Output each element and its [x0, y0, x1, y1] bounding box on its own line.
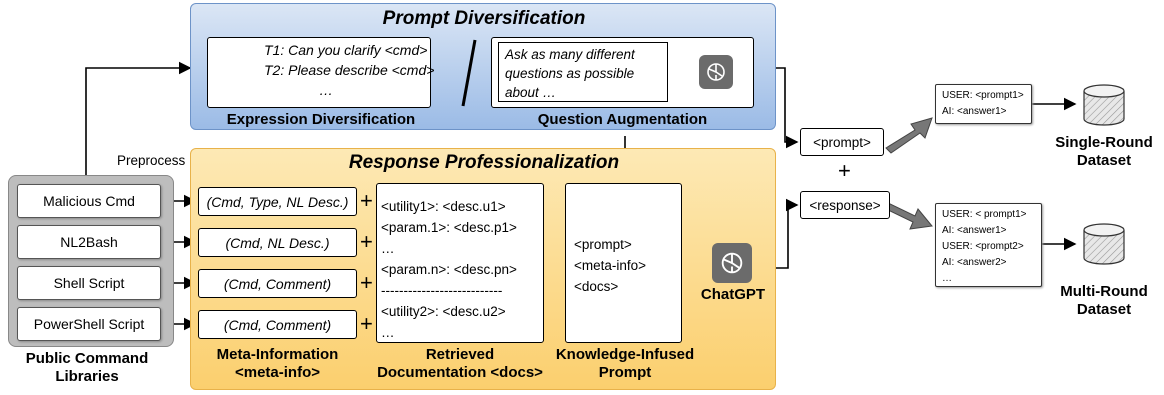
openai-logo-icon [699, 55, 733, 89]
knowledge-prompt-label: Knowledge-Infused Prompt [550, 346, 700, 382]
libraries-label-line: Public Command [25, 350, 149, 367]
slash-divider [461, 39, 477, 107]
database-icon [1083, 223, 1125, 265]
library-item: PowerShell Script [17, 307, 161, 341]
single-line: AI: <answer1> [942, 106, 1007, 117]
meta-item: (Cmd, Comment) [198, 310, 357, 339]
libraries-label-line: Libraries [55, 368, 119, 385]
panel-title-prompt-diversification: Prompt Diversification [382, 8, 586, 29]
single-round-label: Single-Round Dataset [1048, 134, 1160, 170]
single-round-box: USER: <prompt1> AI: <answer1> [935, 84, 1032, 124]
doc-line: --------------------------- [381, 283, 503, 298]
multi-line: AI: <answer1> [942, 225, 1007, 236]
doc-line: <param.n>: <desc.pn> [381, 262, 517, 277]
meta-information-label: Meta-Information <meta-info> [198, 346, 357, 382]
augment-inner-box: Ask as many different questions as possi… [498, 42, 668, 102]
multi-line: USER: <prompt2> [942, 241, 1024, 252]
plus-sign: + [838, 158, 851, 183]
augment-line: about … [505, 85, 557, 100]
templates-box [207, 37, 431, 108]
prompt-line: <docs> [574, 279, 619, 294]
plus-sign: + [360, 311, 373, 336]
template-line-3: … [319, 82, 333, 98]
multi-round-label: Multi-Round Dataset [1048, 283, 1160, 319]
multi-line: AI: <answer2> [942, 257, 1007, 268]
libraries-label: Public Command Libraries [0, 350, 174, 386]
docs-label-line: Documentation <docs> [377, 364, 543, 381]
multi-label-line: Multi-Round [1060, 283, 1148, 300]
doc-line: <utility2>: <desc.u2> [381, 304, 506, 319]
template-line-1: T1: Can you clarify <cmd> [264, 42, 428, 58]
response-tag-box: <response> [800, 191, 890, 219]
single-label-line: Single-Round [1055, 134, 1153, 151]
plus-sign: + [360, 229, 373, 254]
meta-item: (Cmd, Type, NL Desc.) [198, 187, 357, 216]
multi-line: USER: < prompt1> [942, 209, 1027, 220]
meta-item: (Cmd, Comment) [198, 269, 357, 298]
multi-label-line: Dataset [1076, 301, 1132, 318]
question-augmentation-label: Question Augmentation [537, 111, 708, 128]
docs-label-line: Retrieved [425, 346, 495, 363]
prompt-line: <meta-info> [574, 258, 647, 273]
multi-round-box: USER: < prompt1> AI: <answer1> USER: <pr… [935, 203, 1042, 287]
doc-line: <param.1>: <desc.p1> [381, 220, 517, 235]
doc-line: … [381, 325, 395, 340]
doc-line: <utility1>: <desc.u1> [381, 199, 506, 214]
augment-line: Ask as many different [505, 47, 635, 62]
multi-line: … [942, 273, 952, 284]
expression-diversification-label: Expression Diversification [226, 111, 416, 128]
prompt-label-line: Knowledge-Infused [555, 346, 695, 363]
meta-label-line: Meta-Information [216, 346, 339, 363]
panel-title-response-professionalization: Response Professionalization [348, 152, 620, 173]
knowledge-prompt-box: <prompt> <meta-info> <docs> [565, 183, 682, 343]
library-item: Shell Script [17, 266, 161, 300]
single-label-line: Dataset [1076, 152, 1132, 169]
documentation-label: Retrieved Documentation <docs> [366, 346, 554, 382]
openai-logo-icon [712, 243, 752, 283]
documentation-box: <utility1>: <desc.u1> <param.1>: <desc.p… [376, 183, 544, 343]
plus-sign: + [360, 270, 373, 295]
prompt-label-line: Prompt [598, 364, 652, 381]
meta-item: (Cmd, NL Desc.) [198, 228, 357, 257]
prompt-diversification-panel: Prompt Diversification Expression Divers… [190, 3, 776, 130]
single-line: USER: <prompt1> [942, 90, 1024, 101]
library-item: Malicious Cmd [17, 184, 161, 218]
prompt-tag-box: <prompt> [800, 128, 884, 156]
preprocess-label: Preprocess [117, 153, 186, 168]
doc-line: … [381, 241, 395, 256]
chatgpt-label: ChatGPT [700, 286, 766, 303]
augment-box: Ask as many different questions as possi… [491, 37, 754, 108]
library-item: NL2Bash [17, 225, 161, 259]
augment-line: questions as possible [505, 66, 635, 81]
prompt-line: <prompt> [574, 237, 632, 252]
plus-sign: + [360, 188, 373, 213]
template-line-2: T2: Please describe <cmd> [264, 62, 435, 78]
templates-text: T1: Can you clarify <cmd> T2: Please des… [264, 40, 444, 100]
meta-label-line: <meta-info> [234, 364, 321, 381]
database-icon [1083, 84, 1125, 126]
